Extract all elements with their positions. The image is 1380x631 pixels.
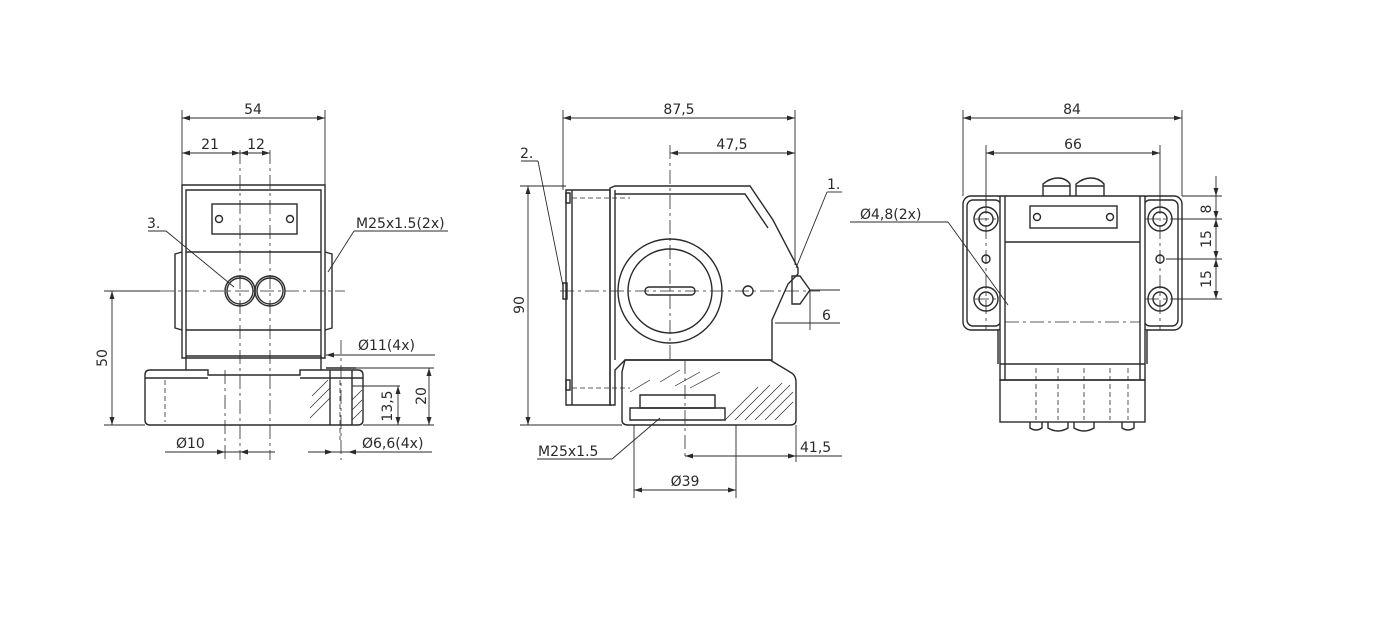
front-dim-13-5: 13,5 (380, 390, 396, 421)
side-callout-2: 2. (520, 146, 533, 162)
front-housing-inner (185, 189, 322, 357)
front-thread-callout: M25x1.5(2x) (356, 216, 445, 232)
rear-dim-66: 66 (1064, 137, 1082, 153)
side-base (621, 359, 797, 426)
rear-dim-84: 84 (1063, 102, 1081, 118)
side-thread-callout: M25x1.5 (538, 444, 598, 460)
front-dim-width: 54 (244, 102, 262, 118)
front-right-boss (324, 251, 333, 331)
rear-view: 84 66 Ø4,8(2x) 8 15 15 (850, 102, 1222, 432)
front-hole-6-6: Ø6,6(4x) (362, 436, 423, 452)
front-label-plate (211, 203, 298, 235)
side-main-body (609, 185, 799, 406)
side-view: 87,5 47,5 2. 1. 90 6 M25x1.5 41,5 (512, 102, 842, 498)
front-dim-20: 20 (414, 387, 430, 405)
front-dim-12: 12 (247, 137, 265, 153)
front-callout-3: 3. (147, 216, 160, 232)
front-housing-outline (181, 184, 326, 359)
rear-dim-15-upper: 15 (1199, 230, 1215, 248)
front-base (144, 369, 364, 426)
side-dim-90: 90 (512, 296, 528, 314)
front-dia-10: Ø10 (176, 436, 205, 452)
side-dim-41-5: 41,5 (800, 440, 831, 456)
side-base-section-hatch (629, 369, 794, 421)
front-base-section-hatch (309, 379, 363, 421)
rear-label-plate (1029, 205, 1118, 229)
rear-main-body (999, 195, 1146, 381)
front-dim-height: 50 (95, 349, 111, 367)
rear-hole-4-8: Ø4,8(2x) (860, 207, 921, 223)
side-dim-6: 6 (822, 308, 831, 324)
rear-dim-15-lower: 15 (1199, 270, 1215, 288)
front-left-boss (174, 251, 183, 331)
front-dim-21: 21 (201, 137, 219, 153)
front-neck (185, 356, 322, 370)
front-view: 54 21 12 50 3. M25x1.5(2x) Ø11(4x) 20 (95, 102, 448, 460)
rear-base (999, 379, 1146, 423)
side-callout-1: 1. (827, 177, 840, 193)
front-hole-11: Ø11(4x) (358, 338, 415, 354)
side-dim-87-5: 87,5 (663, 102, 694, 118)
side-dim-47-5: 47,5 (716, 137, 747, 153)
rear-dim-8: 8 (1199, 205, 1215, 214)
side-plunger (791, 275, 811, 305)
side-dia-39: Ø39 (671, 474, 700, 490)
